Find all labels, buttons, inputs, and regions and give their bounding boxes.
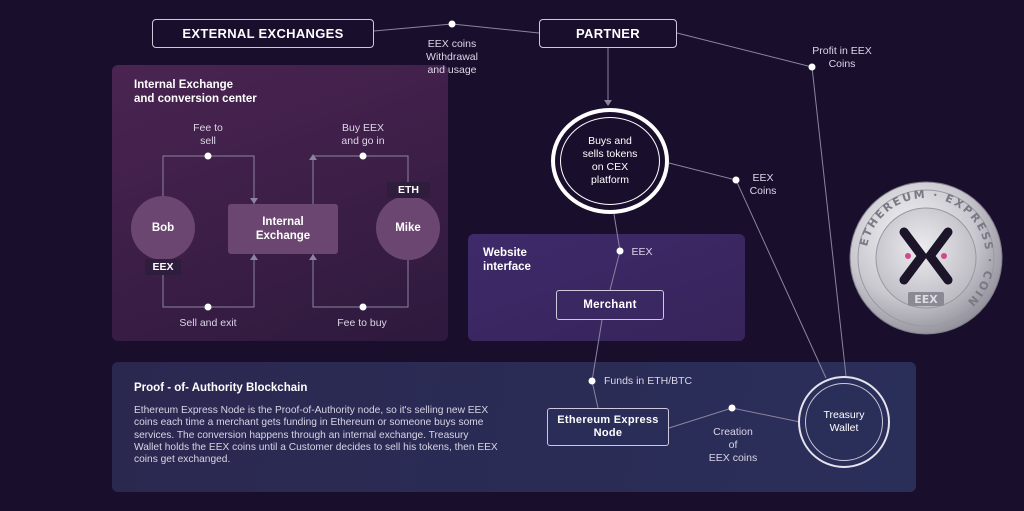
creation-line-2: of bbox=[728, 439, 738, 451]
dot-creation bbox=[728, 404, 736, 412]
fee-to-sell-line-2: sell bbox=[200, 135, 216, 147]
eex-tag: EEX bbox=[145, 259, 181, 275]
internal-exchange-line-1: Internal bbox=[262, 216, 304, 228]
bob-label: Bob bbox=[151, 222, 175, 234]
node-line-1: Ethereum Express bbox=[557, 414, 659, 426]
buy-eex-line-1: Buy EEX bbox=[341, 122, 385, 134]
eex-coins-label: EEX Coins bbox=[743, 172, 783, 198]
profit-line-1: Profit in EEX bbox=[812, 45, 872, 57]
fee-to-buy-label: Fee to buy bbox=[337, 317, 387, 329]
line-node-to-treasury bbox=[668, 407, 801, 429]
dot-sell-exit bbox=[204, 303, 212, 311]
poa-description: Ethereum Express Node is the Proof-of-Au… bbox=[134, 405, 498, 466]
ethereum-express-node-box: Ethereum Express Node bbox=[547, 408, 669, 446]
website-title-line-1: Website bbox=[483, 247, 527, 259]
poa-title: Proof - of- Authority Blockchain bbox=[134, 382, 308, 394]
line-bob-fee-to-sell bbox=[162, 155, 255, 204]
poa-blockchain-panel bbox=[112, 362, 916, 492]
external-exchanges-box: EXTERNAL EXCHANGES bbox=[152, 19, 374, 48]
buy-eex-line-2: and go in bbox=[341, 135, 385, 147]
treasury-line-2: Wallet bbox=[829, 422, 859, 434]
treasury-wallet-node: Treasury Wallet bbox=[798, 376, 890, 468]
funds-label: Funds in ETH/BTC bbox=[604, 375, 693, 387]
dot-eex-coins bbox=[732, 176, 740, 184]
cex-platform-node: Buys and sells tokens on CEX platform bbox=[551, 108, 669, 214]
eth-tag: ETH bbox=[387, 182, 430, 198]
website-panel-title: Website interface bbox=[483, 246, 531, 274]
internal-title-line-1: Internal Exchange bbox=[134, 79, 234, 91]
merchant-label: Merchant bbox=[583, 299, 637, 311]
line-merchant-to-node bbox=[591, 319, 603, 409]
internal-panel-title: Internal Exchange and conversion center bbox=[134, 78, 257, 106]
eex-withdrawal-line-1: EEX coins bbox=[427, 38, 477, 50]
eex-withdrawal-label: EEX coins Withdrawal and usage bbox=[412, 38, 492, 77]
dot-funds bbox=[588, 377, 596, 385]
dot-eex-withdrawal bbox=[448, 20, 456, 28]
mike-label: Mike bbox=[395, 222, 421, 234]
profit-line-2: Coins bbox=[828, 58, 856, 70]
cex-line-3: on CEX bbox=[591, 161, 629, 173]
treasury-line-1: Treasury bbox=[823, 409, 865, 421]
arrow-head-sell-exit bbox=[250, 254, 258, 260]
website-interface-panel bbox=[468, 234, 745, 341]
fee-to-sell-line-1: Fee to bbox=[193, 122, 223, 134]
eex-withdrawal-line-3: and usage bbox=[427, 64, 477, 76]
dot-profit bbox=[808, 63, 816, 71]
eex-withdrawal-line-2: Withdrawal bbox=[426, 51, 478, 63]
sell-and-exit-label: Sell and exit bbox=[179, 317, 237, 329]
eex-coin-icon: ETHEREUM · EXPRESS · COIN EEX bbox=[849, 181, 1003, 335]
internal-exchange-line-2: Exchange bbox=[255, 230, 311, 242]
arrow-head-cex bbox=[604, 100, 612, 106]
arrow-head-fee-buy bbox=[309, 254, 317, 260]
partner-label: PARTNER bbox=[576, 26, 640, 41]
cex-line-2: sells tokens bbox=[582, 148, 638, 160]
eex-coins-line-1: EEX bbox=[752, 172, 774, 184]
line-mike-fee-to-buy bbox=[312, 254, 409, 308]
partner-box: PARTNER bbox=[539, 19, 677, 48]
eex-coins-line-2: Coins bbox=[749, 185, 777, 197]
bob-node: Bob bbox=[131, 196, 195, 260]
dot-website-eex bbox=[616, 247, 624, 255]
cex-line-4: platform bbox=[591, 174, 629, 186]
dot-fee-to-sell bbox=[204, 152, 212, 160]
arrow-head-buy-eex bbox=[309, 154, 317, 160]
mike-node: Mike bbox=[376, 196, 440, 260]
website-eex-label: EEX bbox=[631, 246, 653, 258]
coin-badge-text: EEX bbox=[914, 293, 938, 306]
dot-buy-eex bbox=[359, 152, 367, 160]
node-line-2: Node bbox=[593, 427, 623, 439]
fee-to-sell-label: Fee to sell bbox=[178, 122, 238, 148]
internal-title-line-2: and conversion center bbox=[134, 93, 257, 105]
website-title-line-2: interface bbox=[483, 261, 531, 273]
creation-line-1: Creation bbox=[713, 426, 753, 438]
line-ext-to-partner bbox=[373, 23, 540, 34]
buy-eex-label: Buy EEX and go in bbox=[333, 122, 393, 148]
creation-label: Creation of EEX coins bbox=[702, 426, 764, 465]
creation-line-3: EEX coins bbox=[708, 452, 758, 464]
external-exchanges-label: EXTERNAL EXCHANGES bbox=[182, 26, 344, 41]
dot-fee-to-buy bbox=[359, 303, 367, 311]
merchant-box: Merchant bbox=[556, 290, 664, 320]
cex-line-1: Buys and bbox=[588, 135, 632, 147]
arrow-head-fee-sell bbox=[250, 198, 258, 204]
internal-exchange-node: Internal Exchange bbox=[228, 204, 338, 254]
profit-label: Profit in EEX Coins bbox=[800, 45, 884, 71]
line-partner-to-profit bbox=[676, 32, 847, 377]
